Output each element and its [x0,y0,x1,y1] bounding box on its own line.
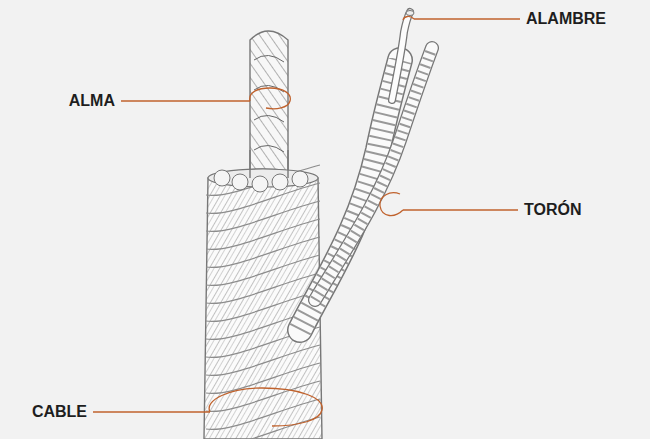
wire-label: ALAMBRE [526,10,606,28]
strand-label: TORÓN [524,201,581,219]
strand-helix [206,165,320,195]
strand-helix [206,237,320,267]
core-label: ALMA [69,92,115,110]
strand-helix [206,399,320,429]
strand-helix [206,219,320,249]
strand-helix [206,255,320,285]
strand-helix [206,381,320,411]
strand-helix [206,363,320,393]
strand-helix [206,201,320,231]
strand-helix [206,345,320,375]
cable-label: CABLE [32,403,87,421]
strand-helix [206,417,320,439]
